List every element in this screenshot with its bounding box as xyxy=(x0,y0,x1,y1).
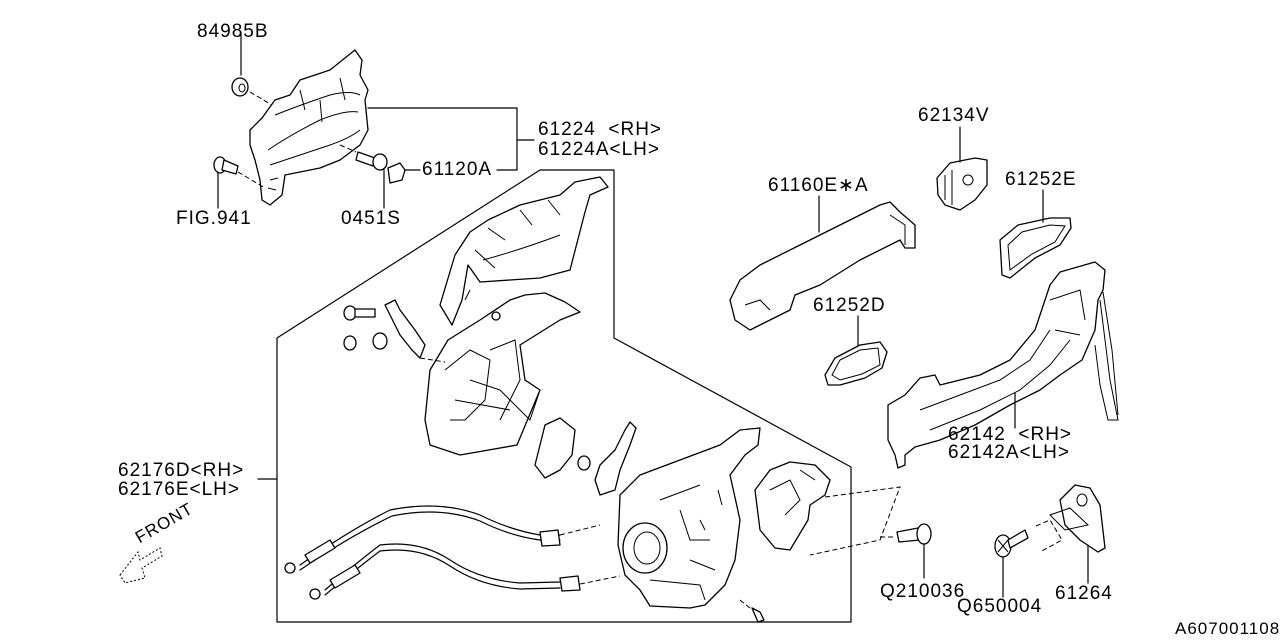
callout-61252E[interactable]: 61252E xyxy=(1005,169,1077,190)
diagram-reference-code: A607001108 xyxy=(1175,619,1280,638)
screw-Q650004[interactable] xyxy=(994,529,1029,558)
guide-0451S xyxy=(339,144,357,153)
callout-62176E-lh[interactable]: 62176E<LH> xyxy=(118,479,240,500)
leader-61224 xyxy=(367,107,518,171)
door-latch-assembly[interactable] xyxy=(617,427,761,609)
guide-61264 xyxy=(1035,519,1063,553)
callout-62176D-rh[interactable]: 62176D<RH> xyxy=(118,460,245,481)
clip-61120A[interactable] xyxy=(387,162,406,184)
guide-lock-bolts xyxy=(419,357,446,363)
guide-84985B xyxy=(249,91,273,106)
callout-61224A-lh[interactable]: 61224A<LH> xyxy=(538,139,660,160)
callout-fig941[interactable]: FIG.941 xyxy=(176,208,252,229)
callout-61224-rh[interactable]: 61224 <RH> xyxy=(538,119,663,140)
key-cylinder-cap-62134V[interactable] xyxy=(936,157,988,211)
outer-door-handle-61160E[interactable] xyxy=(729,201,916,331)
assembly-frame-62176 xyxy=(276,169,852,623)
callout-61160E-A[interactable]: 61160E∗A xyxy=(768,175,869,196)
guide-fig941 xyxy=(237,171,266,189)
striker-61264[interactable] xyxy=(1049,484,1106,553)
lock-cover-upper[interactable] xyxy=(439,176,609,326)
callout-0451S[interactable]: 0451S xyxy=(341,208,401,229)
guide-latch-cover xyxy=(809,486,901,556)
callout-61264[interactable]: 61264 xyxy=(1055,583,1113,604)
bolt-fig941[interactable] xyxy=(213,156,239,175)
gasket-61252E[interactable] xyxy=(999,217,1072,279)
latch-screw[interactable] xyxy=(751,607,765,623)
lock-cables[interactable] xyxy=(284,505,581,600)
callout-84985B[interactable]: 84985B xyxy=(197,21,269,42)
guide-cable-lower xyxy=(579,575,621,585)
callout-62142-rh[interactable]: 62142 <RH> xyxy=(948,424,1073,445)
callout-62142A-lh[interactable]: 62142A<LH> xyxy=(948,442,1070,463)
lock-body-upper[interactable] xyxy=(424,292,581,456)
lock-bolts[interactable] xyxy=(343,299,501,359)
nut-84985B[interactable] xyxy=(231,77,249,97)
gasket-61252D[interactable] xyxy=(824,341,888,386)
guide-cable-upper xyxy=(559,524,601,536)
callout-Q210036[interactable]: Q210036 xyxy=(880,581,966,602)
screw-0451S[interactable] xyxy=(355,151,388,171)
callout-Q650004[interactable]: Q650004 xyxy=(957,596,1043,617)
front-direction-arrow xyxy=(119,547,163,584)
handle-frame-62142[interactable] xyxy=(887,261,1119,469)
callout-61120A[interactable]: 61120A xyxy=(422,159,493,180)
lock-lever[interactable] xyxy=(534,417,637,496)
screw-Q210036[interactable] xyxy=(896,523,932,545)
inner-door-handle-61224[interactable] xyxy=(249,49,369,206)
callout-62134V[interactable]: 62134V xyxy=(918,105,990,126)
callout-61252D[interactable]: 61252D xyxy=(813,295,886,316)
latch-cover[interactable] xyxy=(754,461,831,551)
